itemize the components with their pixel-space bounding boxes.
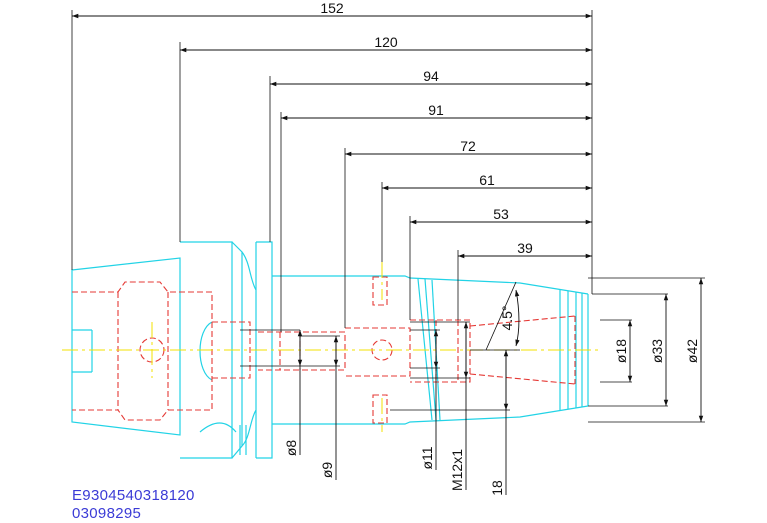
dim-thread: M12x1: [449, 449, 465, 491]
dim-dia33: ø33: [649, 339, 665, 363]
taper-shank: [71, 257, 181, 436]
dim-line-angle: [514, 289, 520, 347]
dim-61: 61: [479, 172, 495, 188]
dim-120: 120: [374, 34, 398, 50]
body: [272, 275, 589, 295]
dim-depth-18: 18: [489, 480, 505, 496]
bore-pocket: [72, 281, 213, 421]
extension-lines: [71, 10, 705, 423]
screw-bottom: [372, 394, 388, 424]
dim-39: 39: [517, 240, 533, 256]
bore-9: [258, 331, 346, 371]
hidden-lines: [72, 276, 576, 424]
centerlines: [62, 262, 600, 432]
dim-dia8: ø8: [283, 440, 299, 457]
part-number: E9304540318120: [72, 487, 195, 504]
dim-72: 72: [460, 138, 476, 154]
bore-8: [212, 321, 251, 379]
dimension-lines: [72, 13, 704, 495]
dim-angle: 4.5°: [499, 305, 515, 330]
order-code: 03098295: [72, 505, 142, 522]
dim-152: 152: [320, 0, 344, 16]
dim-dia42: ø42: [684, 339, 700, 363]
groove: [241, 251, 257, 447]
dim-91: 91: [428, 102, 444, 118]
dim-53: 53: [493, 206, 509, 222]
thread-bore: [410, 319, 471, 383]
cone-bore: [469, 315, 576, 327]
dim-dia11: ø11: [419, 446, 435, 469]
bore-11: [345, 327, 411, 377]
dim-dia18: ø18: [613, 339, 629, 363]
dimension-labels: 152 120 94 91 72 61 53 39 4.5° ø18 ø33 ø…: [283, 0, 700, 496]
dim-dia9: ø9: [319, 462, 335, 479]
screw-top: [372, 276, 388, 306]
dim-94: 94: [423, 68, 439, 84]
